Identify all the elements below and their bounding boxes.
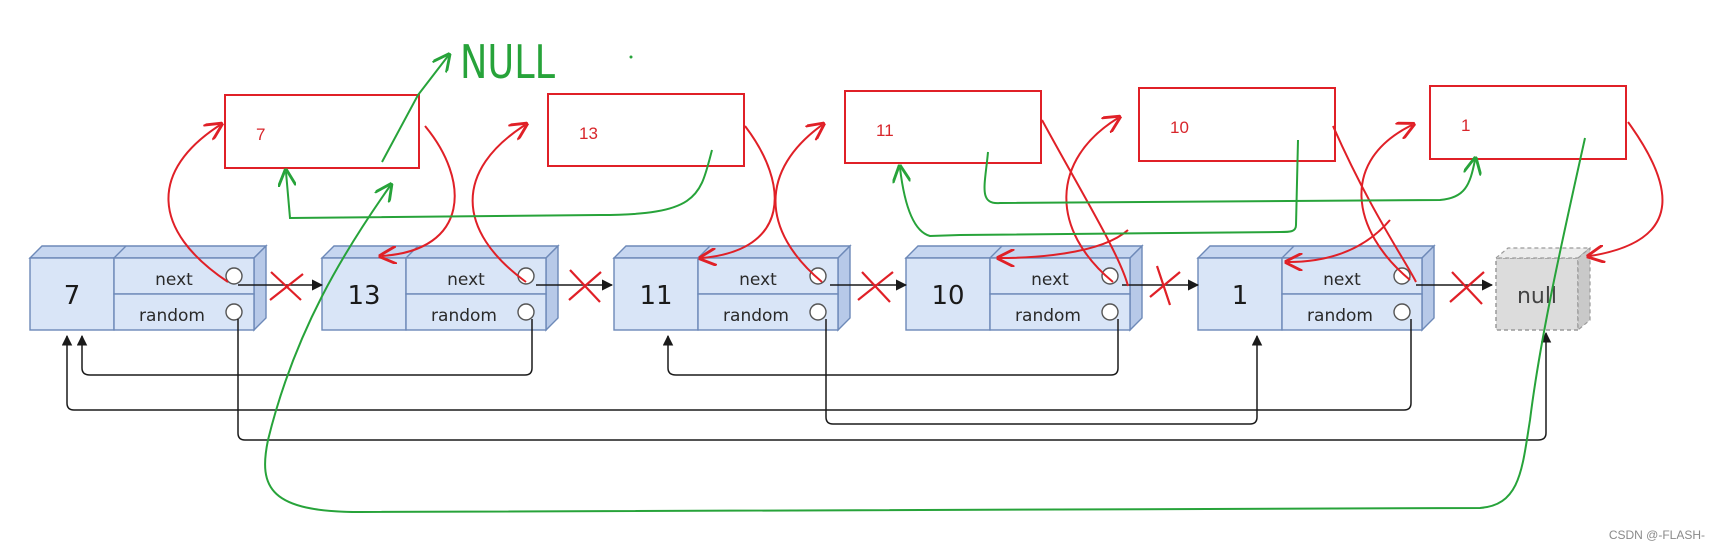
green-link-copy11-to-copy1 xyxy=(983,151,1475,205)
next-label: next xyxy=(447,270,485,290)
red-link-node13-to-copy13 xyxy=(471,125,526,283)
random-pointer-dot xyxy=(1101,303,1119,321)
red-link-node11-to-copy11 xyxy=(774,125,823,283)
random-pointer-11-to-1 xyxy=(825,319,1263,425)
red-link-copy1-arrow-in xyxy=(1288,219,1391,262)
red-link-copy11-to-node10 xyxy=(1041,119,1129,287)
copy-value: 7 xyxy=(256,125,265,144)
node-value: 13 xyxy=(347,281,380,311)
next-label: next xyxy=(1031,270,1069,290)
red-link-node7-to-copy7 xyxy=(167,125,229,283)
node-side-face xyxy=(1421,244,1435,332)
random-label: random xyxy=(1015,306,1081,326)
red-link-node10-to-copy10 xyxy=(1065,118,1118,283)
list-node-13: 13 next random xyxy=(320,244,560,332)
node-side-face xyxy=(1129,244,1143,332)
next-pointer-dot xyxy=(1101,267,1119,285)
node-top-face xyxy=(904,245,1144,259)
list-node-10: 10 next random xyxy=(904,244,1144,332)
next-label: next xyxy=(1323,270,1361,290)
red-link-node10-arrow-in xyxy=(1000,229,1129,258)
random-pointer-13-to-7 xyxy=(76,319,533,376)
green-link-copy1-to-copy7 xyxy=(264,137,1586,514)
cut-mark-5 xyxy=(1449,271,1485,305)
copy-box xyxy=(1429,85,1627,160)
ink-dot xyxy=(629,55,633,59)
green-links xyxy=(264,56,1586,514)
random-pointer-7-to-null xyxy=(237,319,1552,441)
red-link-node1-to-copy1 xyxy=(1360,125,1412,281)
random-pointers xyxy=(61,319,1552,441)
random-pointer-dot xyxy=(517,303,535,321)
green-link-copy13-to-copy7 xyxy=(286,149,713,220)
red-link-copy13-to-node11 xyxy=(702,125,776,258)
random-pointer-dot xyxy=(1393,303,1411,321)
random-pointer-10-to-11 xyxy=(662,319,1119,376)
copy-box xyxy=(224,94,420,169)
copy-node-11: 11 xyxy=(844,90,1042,164)
copy-value: 1 xyxy=(1461,116,1470,135)
copy-node-7: 7 xyxy=(224,94,420,169)
copy-box xyxy=(844,90,1042,164)
list-node-1: 1 next random xyxy=(1196,244,1436,332)
copy-node-13: 13 xyxy=(547,93,745,167)
random-label: random xyxy=(139,306,205,326)
null-node: null xyxy=(1494,246,1592,332)
random-pointer-dot xyxy=(809,303,827,321)
cut-mark-1 xyxy=(269,271,304,301)
random-label: random xyxy=(723,306,789,326)
copy-value: 13 xyxy=(579,124,598,143)
node-value: 10 xyxy=(931,281,964,311)
random-pointer-dot xyxy=(225,303,243,321)
red-links xyxy=(167,118,1664,287)
red-link-copy1-to-null xyxy=(1590,121,1664,256)
copy-box xyxy=(1138,87,1336,162)
copy-box xyxy=(547,93,745,167)
green-link-copy7-to-NULL xyxy=(381,56,448,163)
next-pointer-dot xyxy=(225,267,243,285)
random-label: random xyxy=(1307,306,1373,326)
red-link-copy7-to-node13 xyxy=(382,125,456,256)
next-pointer-dot xyxy=(1393,267,1411,285)
copy-value: 11 xyxy=(876,121,894,140)
cut-mark-3 xyxy=(857,271,894,303)
node-top-face xyxy=(28,245,268,259)
copy-value: 10 xyxy=(1170,118,1189,137)
node-side-face xyxy=(545,244,559,332)
node-value: 7 xyxy=(64,281,81,311)
copy-node-1: 1 xyxy=(1429,85,1627,160)
list-node-11: 11 next random xyxy=(612,244,852,332)
next-label: next xyxy=(739,270,777,290)
random-label: random xyxy=(431,306,497,326)
random-pointer-1-to-7 xyxy=(61,319,1412,411)
copy-node-10: 10 xyxy=(1138,87,1336,162)
node-value: 11 xyxy=(639,281,672,311)
watermark: CSDN @-FLASH- xyxy=(1608,528,1705,542)
handwritten-null-label: NULL xyxy=(460,35,555,89)
cut-marks xyxy=(269,265,1485,306)
next-pointer-dot xyxy=(809,267,827,285)
list-node-7: 7 next random xyxy=(28,244,268,332)
node-top-face xyxy=(320,245,560,259)
cut-mark-4 xyxy=(1149,265,1181,306)
node-side-face xyxy=(837,244,851,332)
node-value-cell xyxy=(613,257,699,331)
node-side-face xyxy=(253,244,267,332)
next-label: next xyxy=(155,270,193,290)
node-value: 1 xyxy=(1232,281,1249,311)
green-link-copy10-to-copy11 xyxy=(900,139,1299,238)
cut-mark-2 xyxy=(568,269,602,303)
